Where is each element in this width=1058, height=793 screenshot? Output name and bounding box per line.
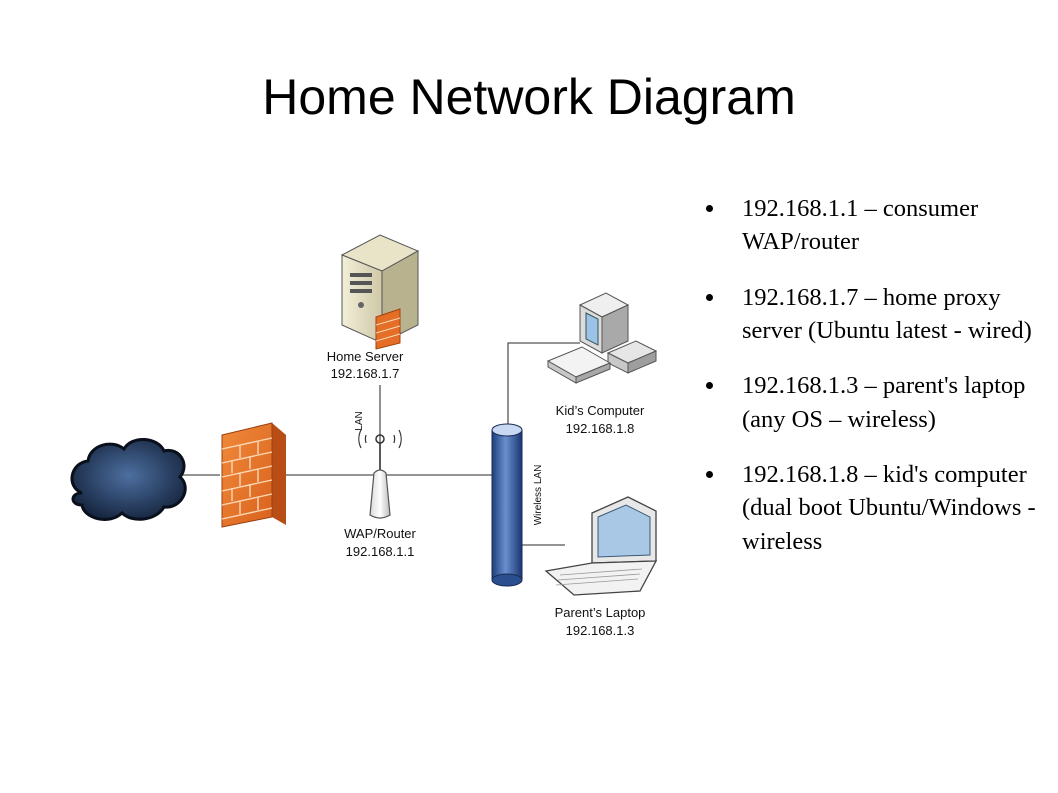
parents-laptop-icon	[544, 496, 658, 596]
wireless-lan-tube-icon	[491, 423, 523, 587]
home-server-icon	[340, 234, 420, 350]
bullet-item: 192.168.1.3 – parent's laptop (any OS – …	[706, 369, 1046, 436]
home-server-name: Home Server	[327, 349, 404, 364]
wireless-lan-label: Wireless LAN	[533, 465, 544, 526]
bullet-dot-icon	[706, 382, 713, 390]
kids-computer-name: Kid’s Computer	[556, 403, 645, 418]
ip-address-list: 192.168.1.1 – consumer WAP/router 192.16…	[706, 192, 1046, 580]
bullet-text: 192.168.1.1 – consumer WAP/router	[742, 195, 979, 256]
parents-laptop-name: Parent’s Laptop	[555, 605, 646, 620]
bullet-text: 192.168.1.3 – parent's laptop (any OS – …	[742, 372, 1026, 433]
bullet-text: 192.168.1.8 – kid's computer (dual boot …	[742, 460, 1036, 555]
router-name: WAP/Router	[344, 526, 416, 541]
home-server-ip: 192.168.1.7	[331, 366, 400, 381]
bullet-dot-icon	[706, 293, 713, 301]
firewall-icon	[221, 422, 286, 528]
bullet-item: 192.168.1.8 – kid's computer (dual boot …	[706, 458, 1046, 558]
kids-computer-ip: 192.168.1.8	[566, 421, 635, 436]
bullet-item: 192.168.1.1 – consumer WAP/router	[706, 192, 1046, 259]
internet-cloud-icon	[70, 438, 187, 521]
router-ip: 192.168.1.1	[346, 544, 415, 559]
kids-computer-icon	[546, 292, 658, 384]
slide-title: Home Network Diagram	[262, 69, 796, 125]
network-diagram: Home Server 192.168.1.7 LAN WAP/Router 1…	[70, 234, 658, 638]
kids-computer-link	[507, 342, 580, 435]
bullet-dot-icon	[706, 470, 713, 478]
wap-router-icon	[358, 429, 402, 519]
bullet-text: 192.168.1.7 – home proxy server (Ubuntu …	[742, 283, 1032, 344]
bullet-item: 192.168.1.7 – home proxy server (Ubuntu …	[706, 281, 1046, 348]
lan-label: LAN	[354, 411, 365, 430]
parents-laptop-ip: 192.168.1.3	[566, 623, 635, 638]
bullet-dot-icon	[706, 205, 713, 212]
